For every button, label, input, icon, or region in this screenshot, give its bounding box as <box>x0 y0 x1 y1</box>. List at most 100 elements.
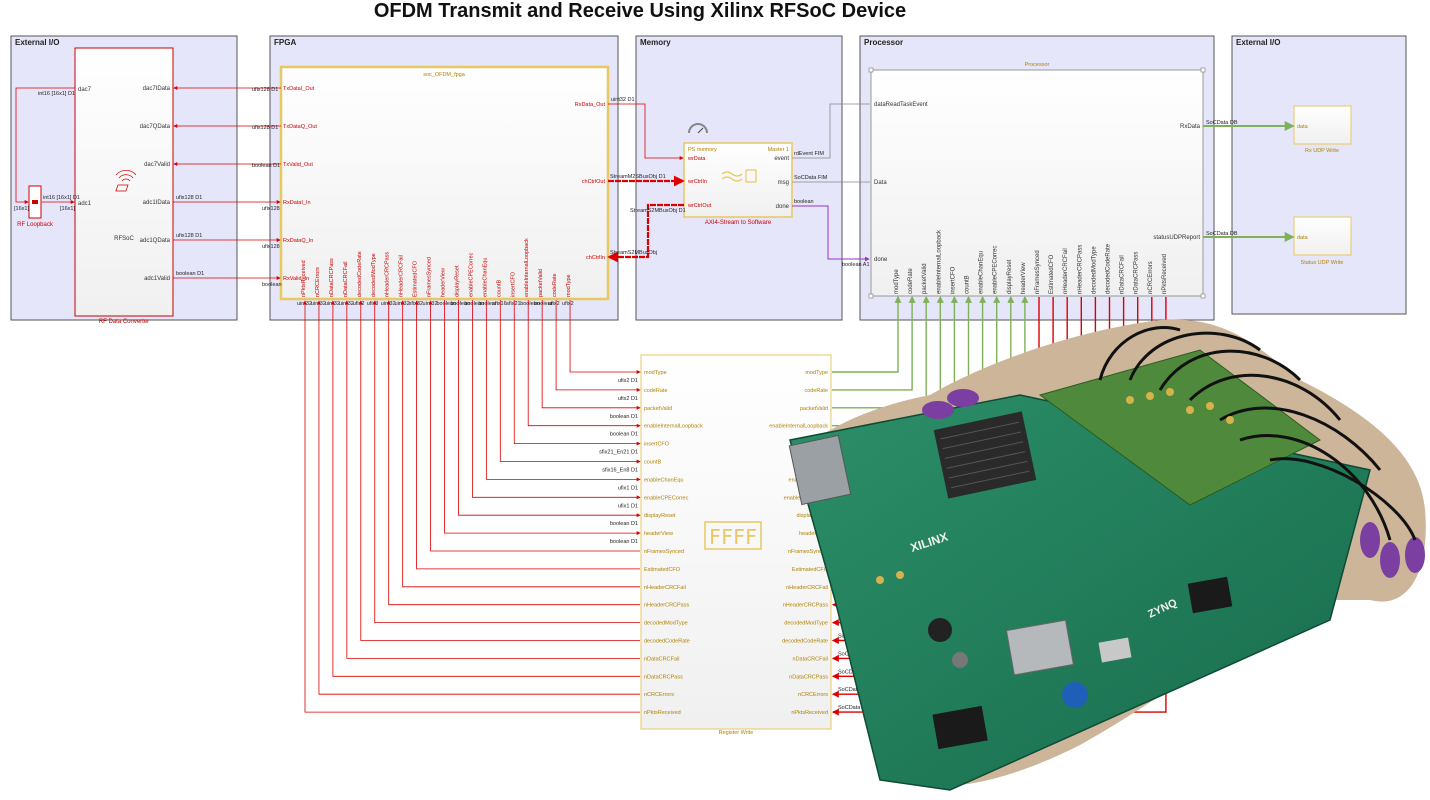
done-wire <box>792 205 870 262</box>
dtype-label: int16 [16x1] D1 <box>38 91 75 97</box>
dtype-label: uint32 D1 <box>611 97 635 103</box>
register-wire <box>832 295 902 373</box>
port-label: nHeaderCRCPass <box>1077 245 1083 294</box>
area-external-io-right[interactable]: External I/O <box>1231 35 1407 315</box>
port-label: enableInternalLoopback <box>524 238 530 297</box>
port-label: adc1IData <box>143 200 171 206</box>
register-wire <box>330 300 640 677</box>
port-label: statusUDPReport <box>1153 235 1200 241</box>
rf-loopback-block[interactable]: RF Loopback <box>17 185 54 228</box>
port-label: modType <box>566 274 572 297</box>
port-label: enableInternalLoopback <box>769 424 828 430</box>
port-label: insertCFO <box>644 442 670 448</box>
event-wire <box>792 103 870 159</box>
port-label: nDataCRCFail <box>644 656 679 662</box>
block-label: Master 1 <box>768 147 789 153</box>
fpga-subsystem-block[interactable]: soc_OFDM_fpga TxDataI_OutTxDataQ_OutTxVa… <box>279 65 610 307</box>
axi4-stream-to-software-block[interactable]: PS memory Master 1 AXI4-Stream to Softwa… <box>683 142 793 226</box>
port-label: nHeaderCRCFail <box>399 255 405 297</box>
dtype-label: ufix2 <box>548 301 560 307</box>
dtype-label: [16x1] <box>14 206 29 212</box>
port-label: nFramesSynced <box>788 549 828 555</box>
register-wire <box>485 300 641 482</box>
port-label: RxValid_In <box>283 276 309 282</box>
port-label: nPktsReceived <box>1162 254 1168 294</box>
port-label: decodedModType <box>1091 246 1097 294</box>
area-title: FPGA <box>274 38 296 47</box>
dtype-label: SoCData DB <box>1206 231 1238 237</box>
register-wire <box>372 300 640 623</box>
port-label: nFramesSynced <box>427 257 433 297</box>
dtype-label: ufix1 D1 <box>618 485 638 491</box>
port-label: chCtrlOut <box>582 179 606 185</box>
port-label: RxData <box>1180 124 1201 130</box>
port-label: nHeaderCRCFail <box>1063 248 1069 294</box>
port-label: nDataCRCPass <box>1134 252 1140 294</box>
port-label: EstimatedCFO <box>792 567 829 573</box>
register-wire <box>527 300 641 428</box>
port-label: nFramesSynced <box>1035 250 1041 294</box>
register-wire <box>555 300 641 392</box>
dtype-label: uint32 <box>311 301 326 307</box>
dtype-label: uint32 <box>297 301 312 307</box>
block-caption: RF Data Converter <box>99 319 149 325</box>
dtype-label: sfix32 <box>409 301 423 307</box>
port-label: decodedCodeRate <box>644 639 690 645</box>
processor-subsystem-block[interactable]: Processor dataReadTaskEventDatadoneRxDat… <box>868 62 1206 299</box>
status-udp-write-block[interactable]: data Status UDP Write <box>1293 216 1352 266</box>
port-label: TxValid_Out <box>283 162 313 168</box>
register-wire <box>400 300 640 588</box>
port-label: nDataCRCFail <box>793 656 828 662</box>
dtype-label: SoCData FIM <box>794 175 828 181</box>
port-label: nDataCRCPass <box>789 674 828 680</box>
register-wire <box>458 300 641 518</box>
dtype-label: ufix128 D1 <box>252 87 278 93</box>
register-wire <box>569 300 641 374</box>
register-wire <box>386 300 640 606</box>
register-wire <box>499 300 641 464</box>
dtype-label: boolean D1 <box>176 271 204 277</box>
register-wire <box>358 300 640 641</box>
port-label: codeRate <box>644 388 668 394</box>
port-label: RxDataI_In <box>283 200 311 206</box>
block-caption: Register Write <box>719 730 754 736</box>
area-title: External I/O <box>1236 38 1280 47</box>
port-label: adc1 <box>78 201 92 207</box>
port-label: nHeaderCRCPass <box>783 603 828 609</box>
dtype-label: ufix2 D1 <box>618 378 638 384</box>
port-label: decodedCodeRate <box>782 639 828 645</box>
port-label: event <box>774 156 789 162</box>
register-wire <box>428 300 640 552</box>
dtype-label: ufix128 <box>262 206 280 212</box>
dtype-label: StreamS2MBusObj <box>610 250 657 256</box>
dtype-label: StreamM2SBusObj D1 <box>610 174 666 180</box>
register-wire <box>303 300 640 713</box>
port-label: decodedModType <box>371 253 377 297</box>
dtype-label: ufix3 <box>367 301 379 307</box>
register-wire <box>414 300 640 570</box>
port-label: wrData <box>687 156 706 162</box>
port-label: Data <box>874 180 887 186</box>
port-label: nHeaderCRCPass <box>644 603 689 609</box>
port-label: decodedCodeRate <box>357 251 363 297</box>
port-label: nFramesSynced <box>644 549 684 555</box>
block-label: PS memory <box>688 147 717 153</box>
port-label: modType <box>805 370 828 376</box>
port-label: decodedModType <box>644 621 688 627</box>
dtype-label: ufix128 <box>262 244 280 250</box>
dtype-label: SoCData D1 <box>838 705 869 711</box>
port-label: nDataCRCFail <box>1120 255 1126 294</box>
rx-udp-write-block[interactable]: data Rx UDP Write <box>1293 105 1352 154</box>
rf-data-converter-block[interactable]: RFSoC RF Data Converter dac7IDatadac7QDa… <box>74 47 174 325</box>
port-label: wrCtrlIn <box>687 179 707 185</box>
port-label: codeRate <box>552 273 558 297</box>
area-title: Processor <box>864 38 903 47</box>
port-label: nDataCRCPass <box>644 674 683 680</box>
port-label: wrCtrlOut <box>687 203 712 209</box>
dtype-label: boolean D1 <box>610 414 638 420</box>
dtype-label: uint32 <box>423 301 438 307</box>
port-label: nCRCErrors <box>644 692 674 698</box>
register-wire <box>444 300 641 536</box>
